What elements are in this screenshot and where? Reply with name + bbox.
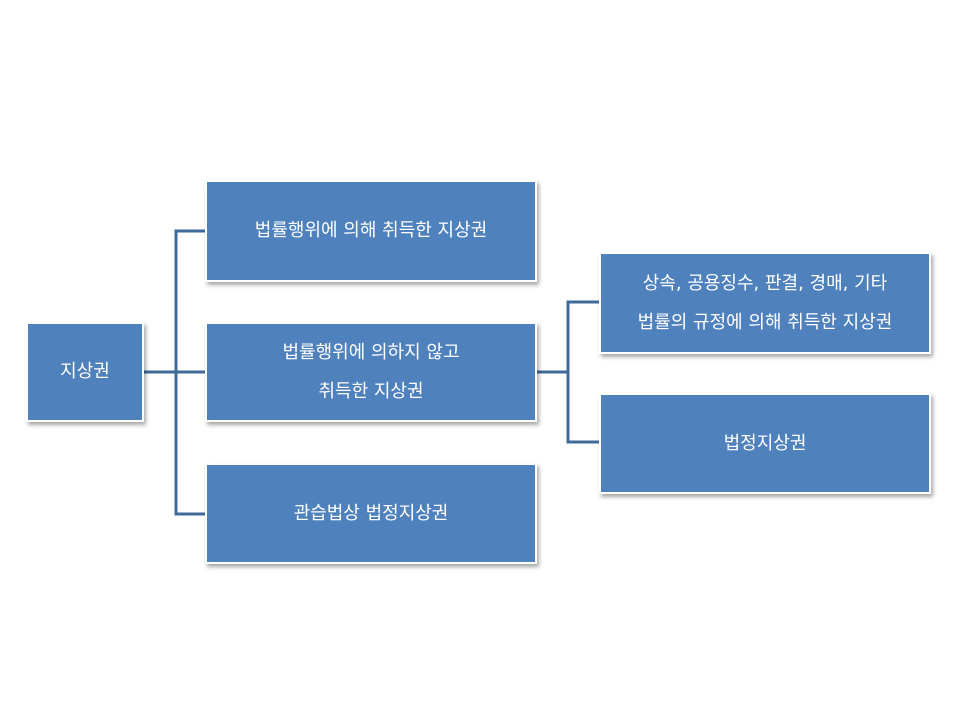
box-acquired-without-legal-act-line1: 법률행위에 의하지 않고 <box>282 341 460 363</box>
box-acquired-by-statutory-rule-line1: 상속, 공용징수, 판결, 경매, 기타 <box>642 272 888 294</box>
box-acquired-by-legal-act: 법률행위에 의해 취득한 지상권 <box>205 180 537 282</box>
root-box-label: 지상권 <box>60 361 110 382</box>
box-customary-statutory-superficies: 관습법상 법정지상권 <box>205 463 537 564</box>
box-acquired-by-legal-act-label: 법률행위에 의해 취득한 지상권 <box>254 220 488 241</box>
box-acquired-by-statutory-rule-line2: 법률의 규정에 의해 취득한 지상권 <box>637 311 893 333</box>
box-statutory-superficies-label: 법정지상권 <box>723 432 807 454</box>
box-customary-statutory-superficies-label: 관습법상 법정지상권 <box>293 502 449 524</box>
root-box-superficies: 지상권 <box>26 322 144 422</box>
box-acquired-without-legal-act-line2: 취득한 지상권 <box>318 380 424 402</box>
box-acquired-by-statutory-rule: 상속, 공용징수, 판결, 경매, 기타 법률의 규정에 의해 취득한 지상권 <box>599 252 931 354</box>
box-statutory-superficies: 법정지상권 <box>599 393 931 494</box>
box-acquired-without-legal-act: 법률행위에 의하지 않고 취득한 지상권 <box>205 322 537 422</box>
